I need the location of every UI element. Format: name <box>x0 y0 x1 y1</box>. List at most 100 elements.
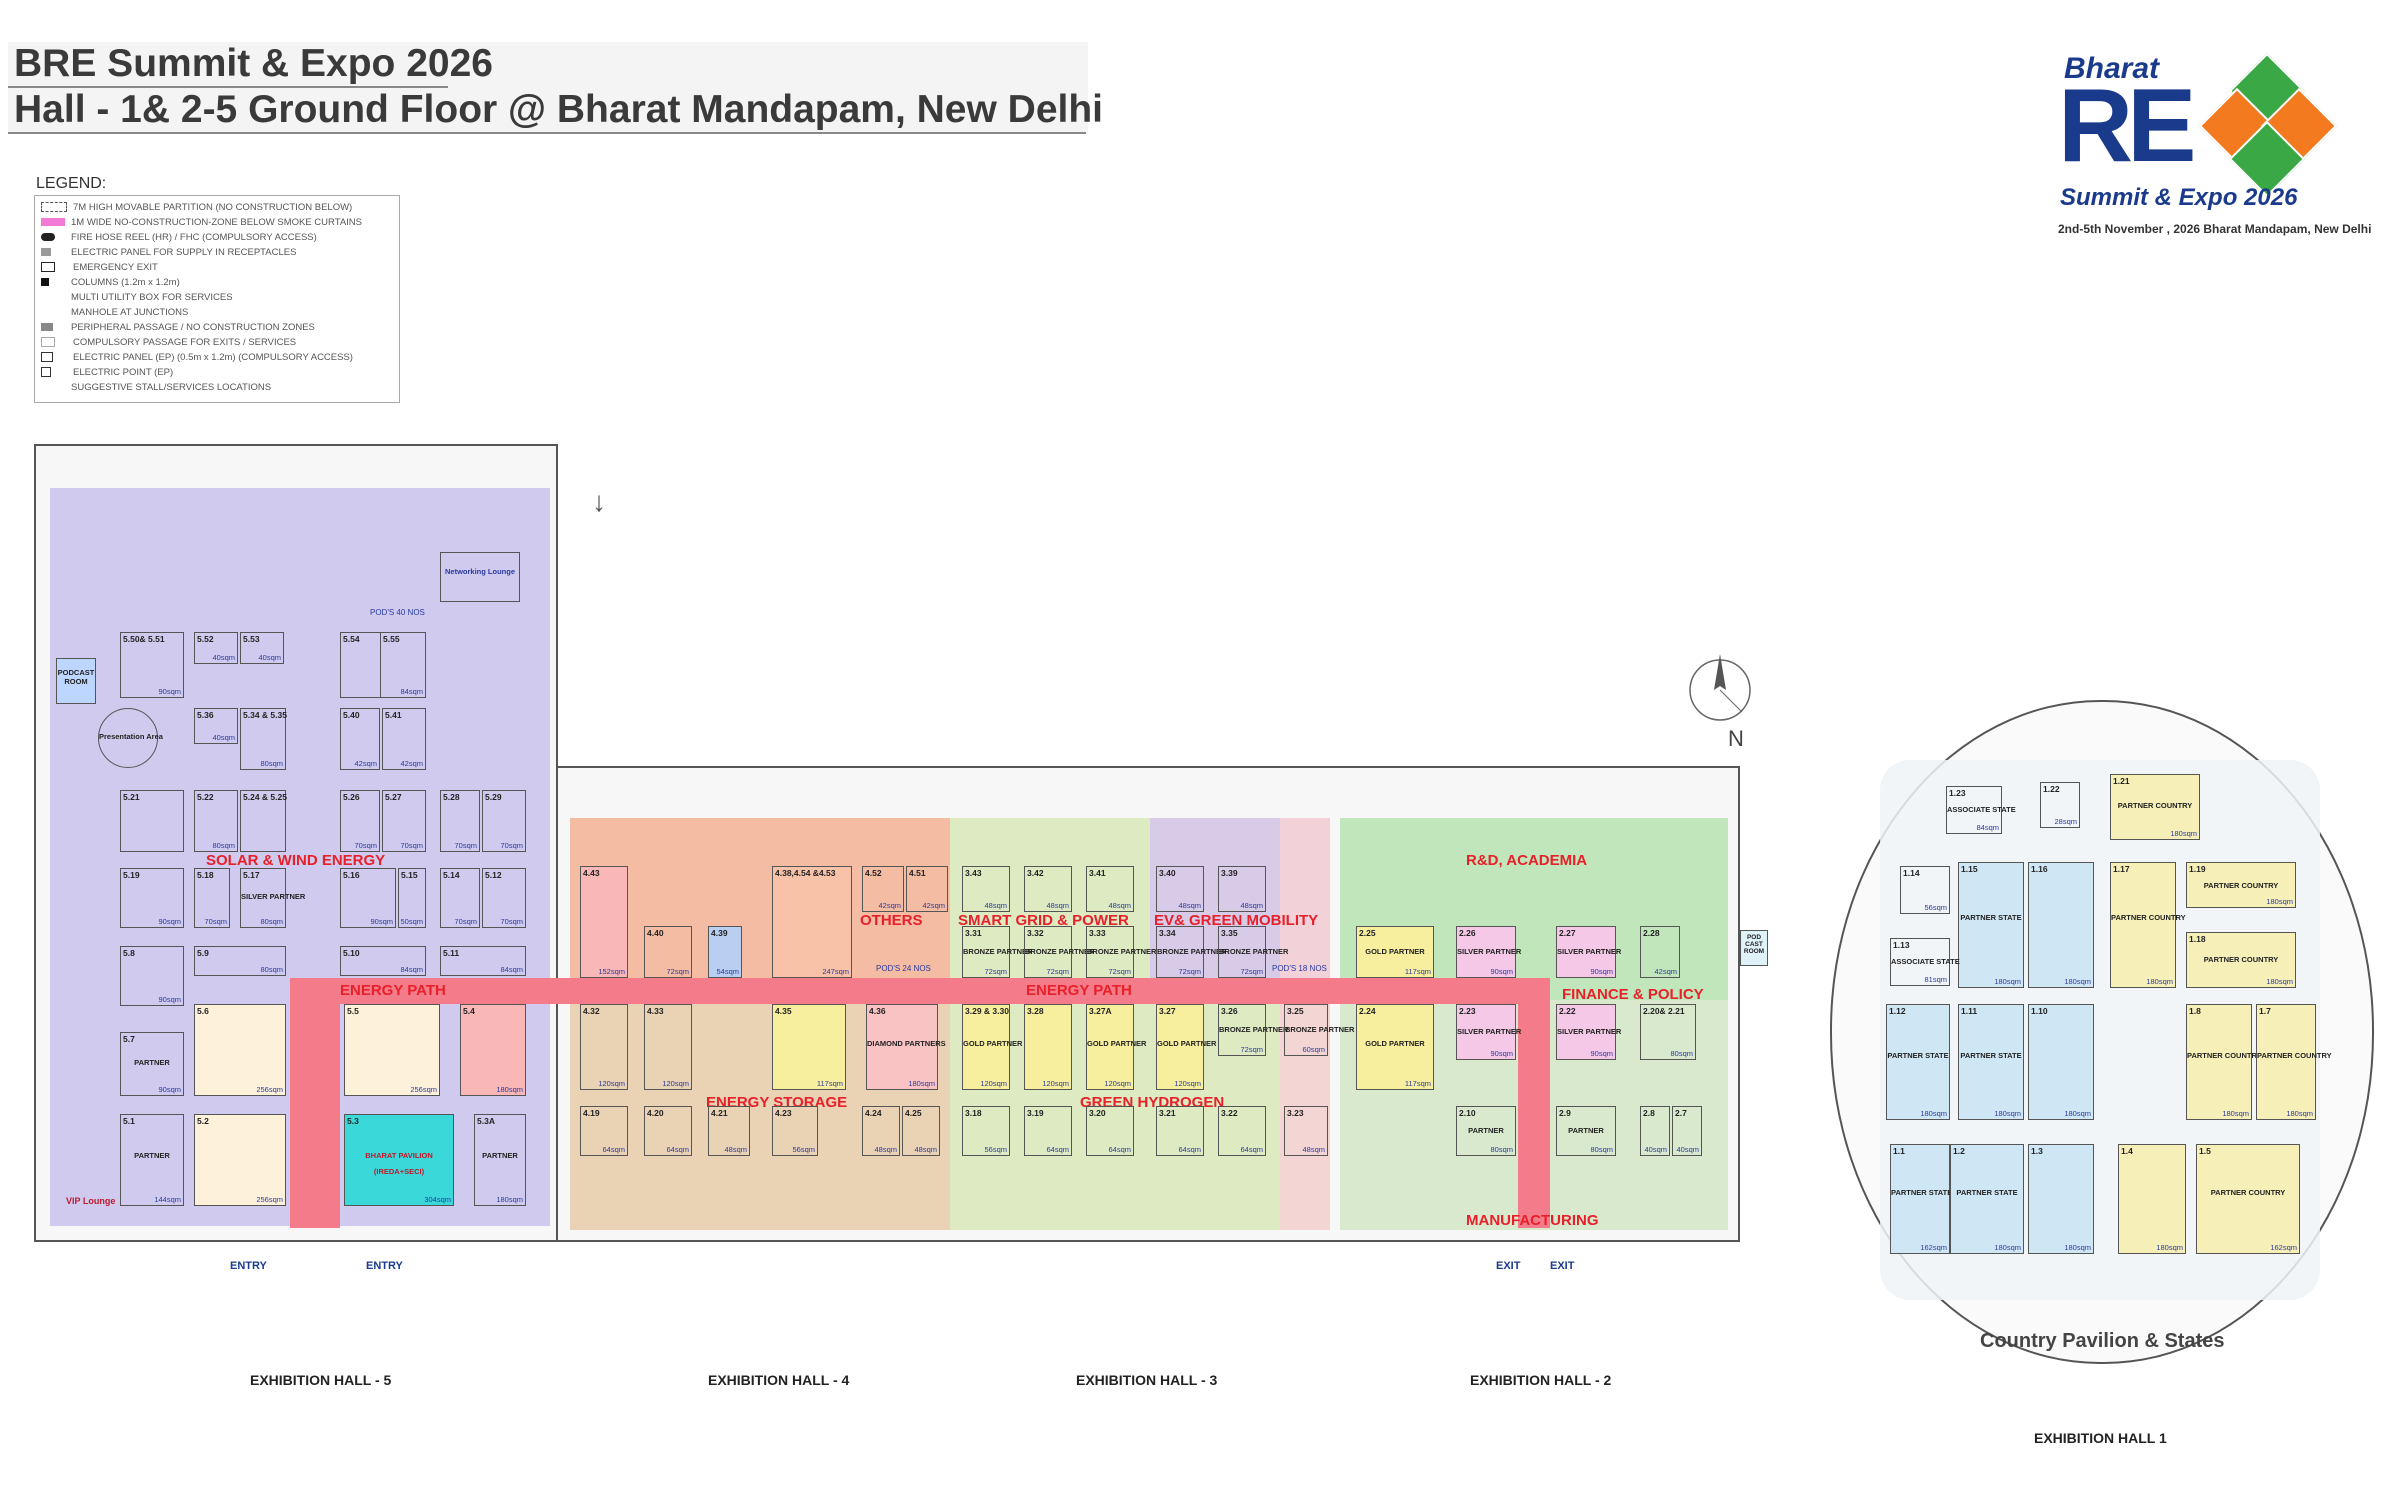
networking-lounge[interactable]: Networking Lounge <box>440 552 520 602</box>
entry-2-label[interactable]: ENTRY <box>366 1260 403 1272</box>
podcast-room[interactable]: PODCAST ROOM <box>56 658 96 704</box>
entry-1-label[interactable]: ENTRY <box>230 1260 267 1272</box>
presentation-area[interactable]: Presentation Area <box>98 708 163 768</box>
podcast-room-2[interactable]: POD CAST ROOM <box>1740 930 1768 966</box>
booth-5-21[interactable]: 5.21 <box>120 790 184 852</box>
exit-1-label[interactable]: EXIT <box>1496 1260 1521 1272</box>
